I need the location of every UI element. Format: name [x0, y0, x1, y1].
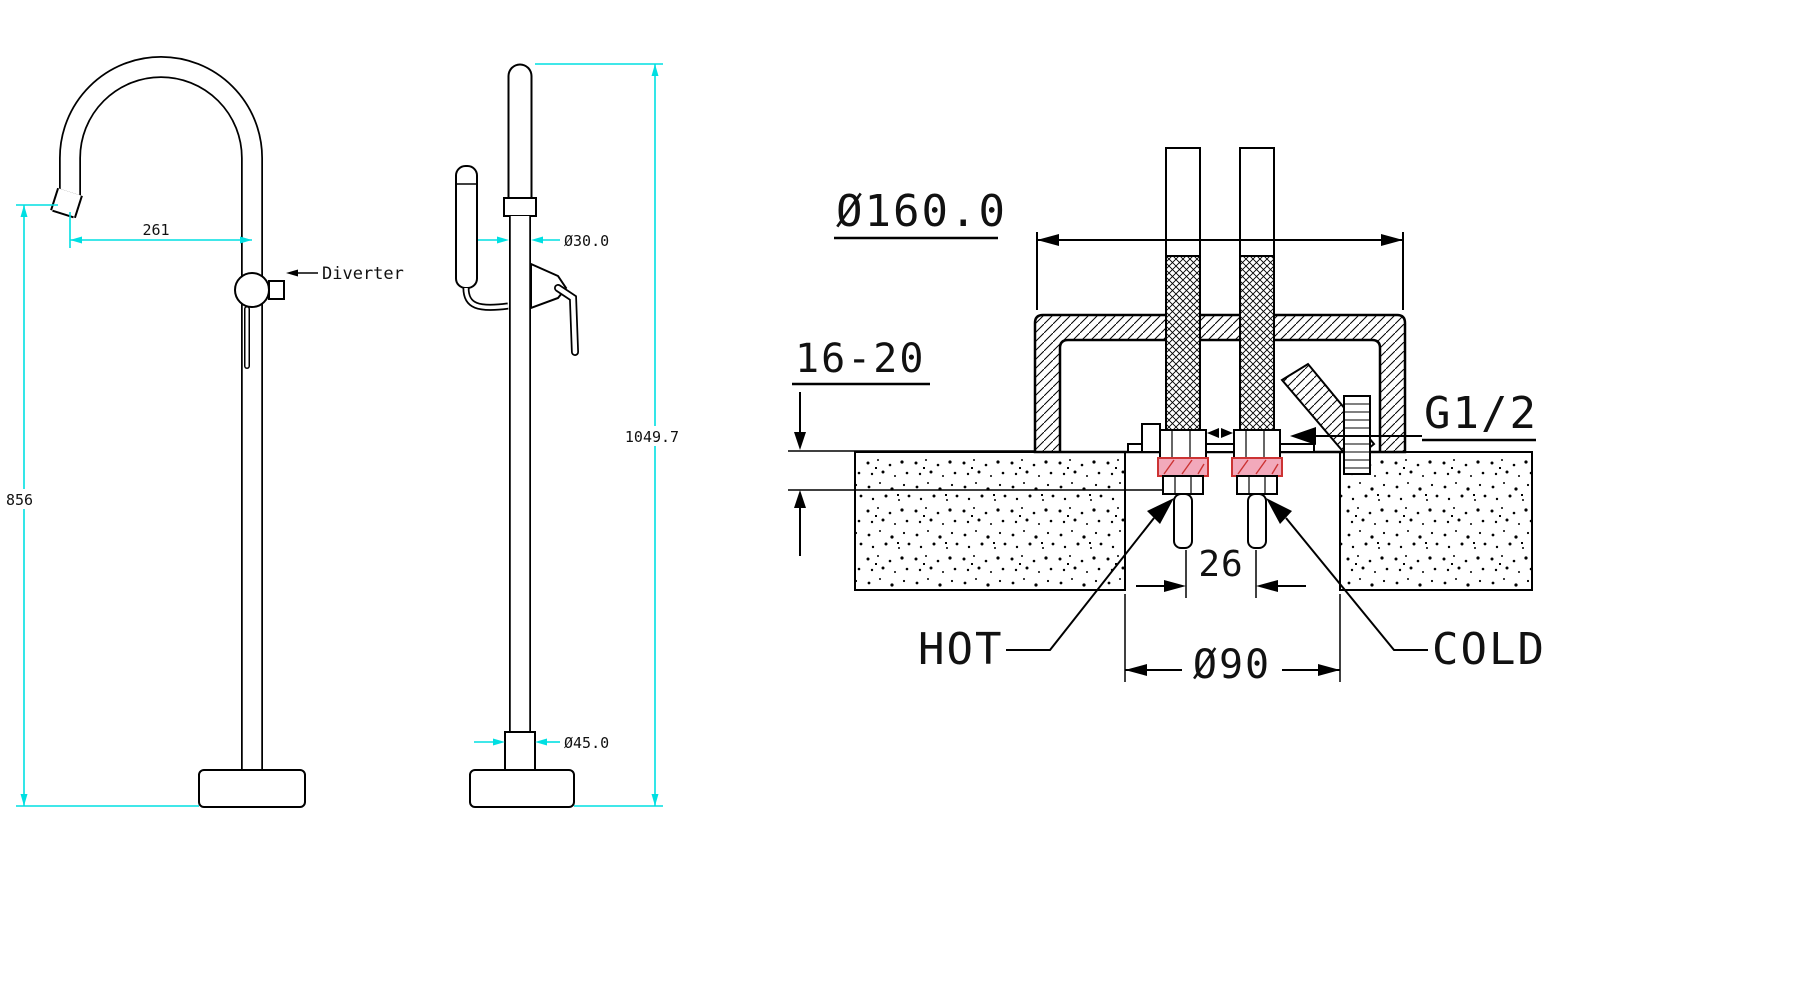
- cold-locknut: [1236, 475, 1278, 495]
- handshower-hose: [462, 287, 509, 311]
- thread-size-callout: G1/2: [1290, 388, 1538, 445]
- front-base: [198, 769, 306, 808]
- dim-height-to-spout: 856: [2, 204, 199, 807]
- dim-pipe-diameter: Ø30.0: [478, 232, 609, 250]
- hot-hose-nut: [1159, 429, 1207, 459]
- floor-slab-left: [854, 451, 1126, 591]
- cold-hose-nut: [1233, 429, 1281, 459]
- side-base: [469, 769, 575, 808]
- dim-floor-thickness-label: 16-20: [795, 336, 925, 382]
- diverter-valve: [234, 272, 270, 308]
- hot-supply-hose: [1165, 147, 1201, 431]
- dim-pipe-diameter-label: Ø30.0: [564, 232, 609, 250]
- thread-size-label: G1/2: [1424, 388, 1538, 439]
- side-handle-lever: [554, 284, 579, 356]
- hot-inlet-tail: [1173, 493, 1193, 549]
- installation-detail-drawing: Ø160.0 16-20 G1/2 26: [788, 147, 1546, 688]
- floor-slab-right: [1339, 451, 1533, 591]
- hot-supply-label: HOT: [918, 624, 1003, 675]
- mounting-bracket: [1141, 423, 1161, 453]
- diverter-knob: [268, 280, 285, 300]
- diverter-callout: Diverter: [286, 264, 404, 284]
- escutcheon-cover: [1033, 313, 1407, 454]
- dim-inlet-spacing-label: 26: [1198, 544, 1243, 585]
- dim-cover-plate-label: Ø160.0: [836, 186, 1007, 237]
- hot-callout: HOT: [918, 498, 1174, 675]
- front-view-drawing: 261 856 Diverter: [2, 56, 404, 808]
- dim-base-diameter: Ø45.0: [474, 734, 609, 752]
- dim-floor-hole: Ø90: [1124, 594, 1341, 688]
- front-spout-outline: [59, 56, 263, 772]
- nut-face-arrow-right: [1221, 428, 1233, 438]
- cold-supply-label: COLD: [1432, 624, 1546, 675]
- cold-supply-hose: [1239, 147, 1275, 431]
- hot-seal-washer: [1157, 457, 1209, 477]
- cold-callout: COLD: [1266, 498, 1546, 675]
- dim-floor-hole-label: Ø90: [1193, 642, 1271, 688]
- dim-base-diameter-label: Ø45.0: [564, 734, 609, 752]
- dim-spout-reach: 261: [69, 212, 252, 248]
- cold-inlet-tail: [1247, 493, 1267, 549]
- cold-seal-washer: [1231, 457, 1283, 477]
- dim-total-height: 1049.7: [535, 63, 690, 807]
- dim-height-label: 856: [6, 491, 33, 509]
- front-spout-body: [60, 57, 262, 772]
- nut-face-arrow-left: [1207, 428, 1219, 438]
- dim-inlet-spacing: 26: [1136, 544, 1306, 598]
- side-mount-sleeve: [504, 731, 536, 771]
- dim-cover-plate: Ø160.0: [834, 186, 1404, 310]
- dim-spout-reach-label: 261: [142, 221, 169, 239]
- mounting-plate: [1127, 443, 1315, 453]
- dim-floor-thickness: 16-20: [788, 336, 1164, 556]
- hot-locknut: [1162, 475, 1204, 495]
- dim-total-height-label: 1049.7: [625, 428, 679, 446]
- side-collar: [503, 197, 537, 217]
- side-view-drawing: Ø30.0 1049.7 Ø45.0: [455, 63, 690, 808]
- diverter-label: Diverter: [322, 264, 404, 284]
